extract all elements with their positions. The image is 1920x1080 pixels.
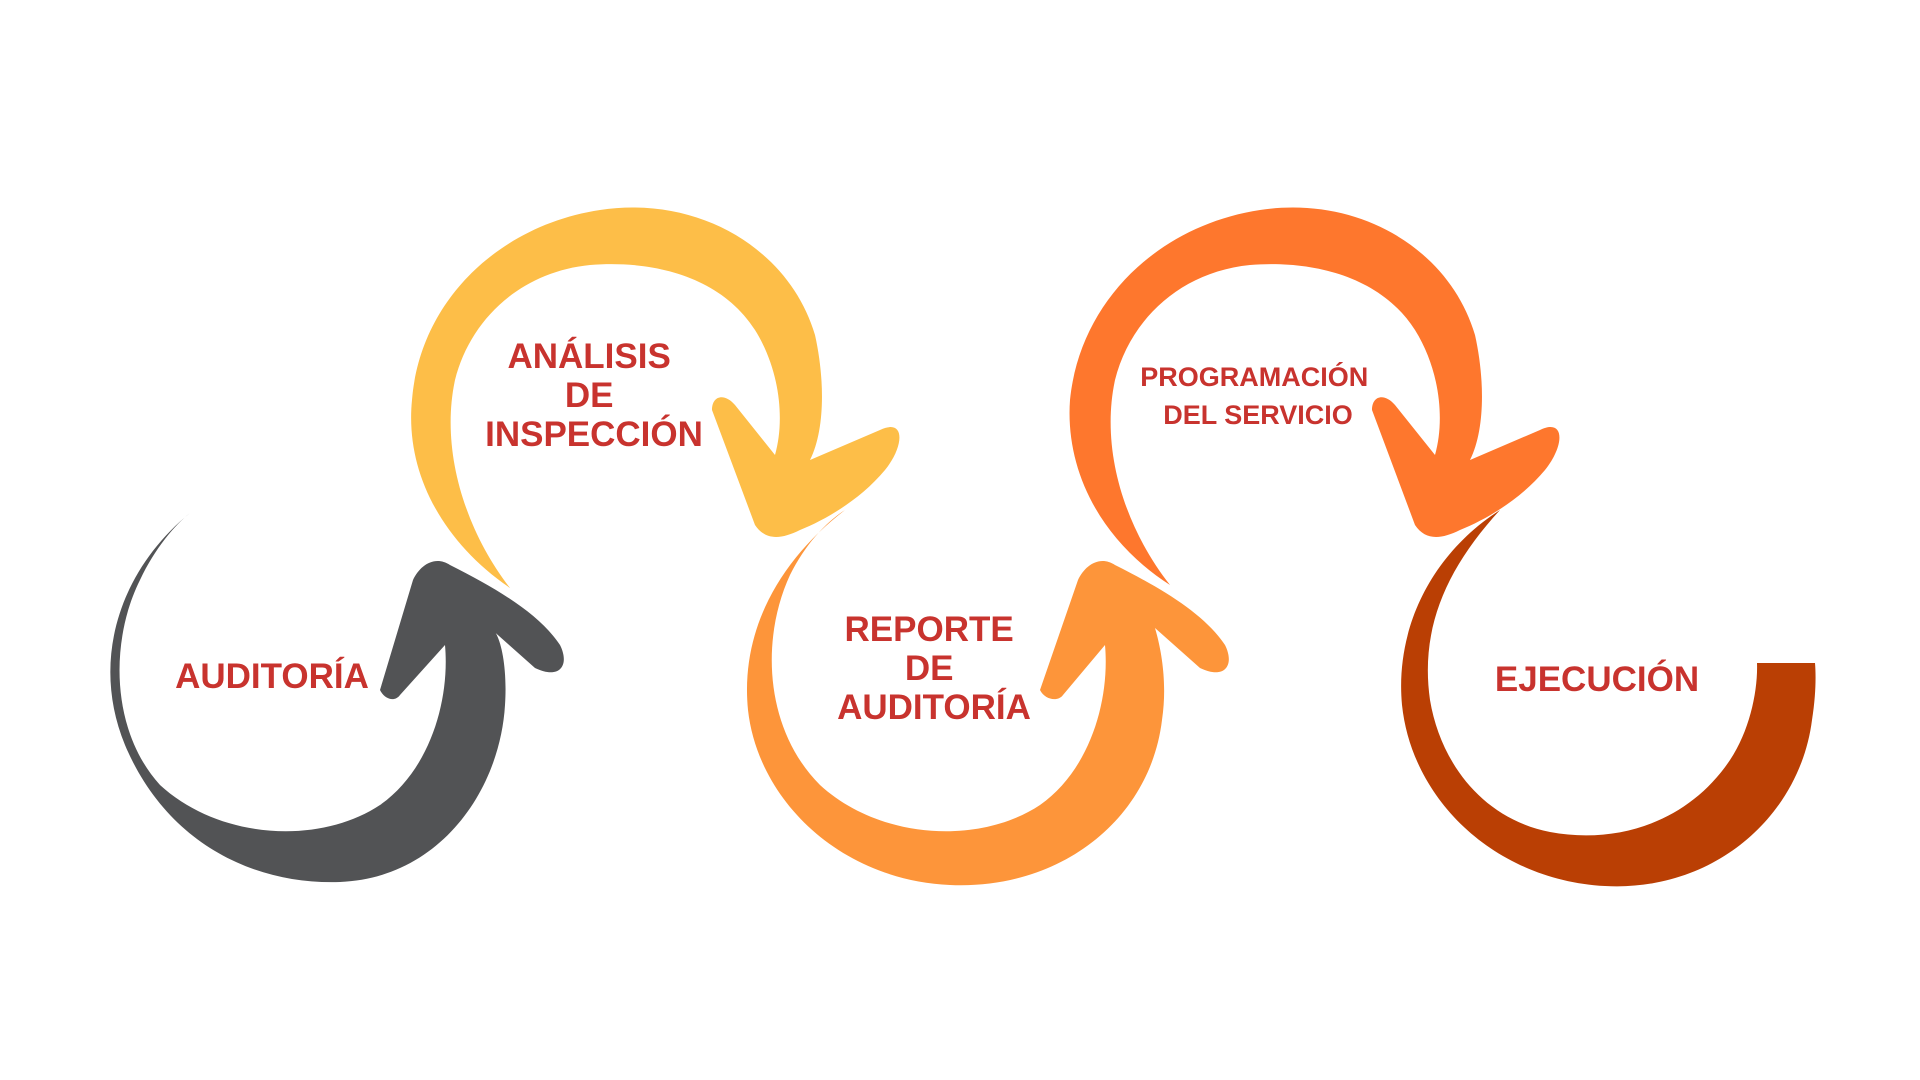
label-reporte: REPORTE DE AUDITORÍA xyxy=(837,610,1031,727)
label-auditoria: AUDITORÍA xyxy=(175,656,369,696)
label-ejecucion: EJECUCIÓN xyxy=(1495,659,1699,699)
label-programacion: PROGRAMACIÓN DEL SERVICIO xyxy=(1140,361,1376,430)
label-auditoria-line-1: AUDITORÍA xyxy=(175,656,369,696)
swoosh-programacion xyxy=(1069,207,1560,586)
label-reporte-line-3: AUDITORÍA xyxy=(837,687,1031,727)
step-programacion xyxy=(1069,207,1560,586)
label-programacion-line-2: DEL SERVICIO xyxy=(1163,400,1353,430)
label-programacion-line-1: PROGRAMACIÓN xyxy=(1140,361,1368,392)
label-reporte-line-1: REPORTE xyxy=(845,610,1014,649)
label-reporte-line-2: DE xyxy=(905,649,954,688)
step-reporte xyxy=(746,510,1229,886)
label-analisis-line-1: ANÁLISIS xyxy=(507,336,670,376)
label-ejecucion-line-1: EJECUCIÓN xyxy=(1495,659,1699,699)
step-auditoria xyxy=(110,513,564,883)
swoosh-analisis xyxy=(411,207,900,589)
step-analisis xyxy=(411,207,900,589)
label-analisis-line-3: INSPECCIÓN xyxy=(485,414,703,454)
label-analisis: ANÁLISIS DE INSPECCIÓN xyxy=(485,336,703,454)
step-ejecucion xyxy=(1401,510,1816,887)
swoosh-auditoria xyxy=(110,513,564,883)
label-analisis-line-2: DE xyxy=(565,376,614,415)
swoosh-ejecucion xyxy=(1401,510,1816,887)
swoosh-reporte xyxy=(746,510,1229,886)
